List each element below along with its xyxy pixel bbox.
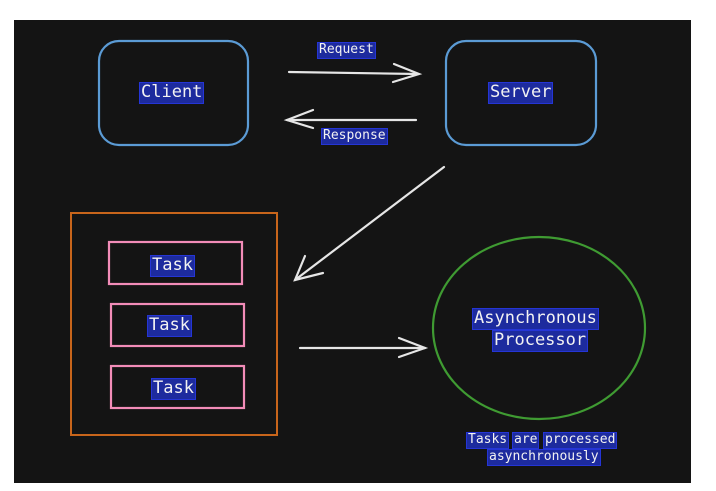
server-to-queue-arrow	[293, 165, 446, 282]
asynchronous-processor-circle	[431, 235, 647, 421]
task-queue-container	[70, 212, 278, 436]
note-line2: asynchronously	[487, 449, 601, 466]
diagram-background	[14, 20, 691, 483]
task-label-1: Task	[150, 255, 195, 277]
task-label-2: Task	[147, 315, 192, 337]
request-label: Request	[317, 42, 376, 59]
processor-label-line1: Asynchronous	[472, 308, 599, 330]
note-word-tasks: Tasks	[465, 432, 510, 449]
server-box	[444, 39, 598, 147]
client-box	[97, 39, 250, 147]
processor-label-line2: Processor	[491, 330, 589, 352]
response-label: Response	[321, 128, 388, 145]
server-label: Server	[487, 82, 554, 104]
note-word-are: are	[511, 432, 540, 449]
task-box-2	[109, 302, 246, 348]
client-label: Client	[138, 82, 205, 104]
task-box-3	[109, 364, 246, 410]
response-arrow	[283, 108, 418, 130]
task-label-3: Task	[151, 378, 196, 400]
queue-to-processor-arrow	[298, 336, 429, 359]
request-arrow	[287, 62, 423, 84]
task-box-1	[107, 240, 244, 286]
note-word-processed: processed	[542, 432, 618, 449]
